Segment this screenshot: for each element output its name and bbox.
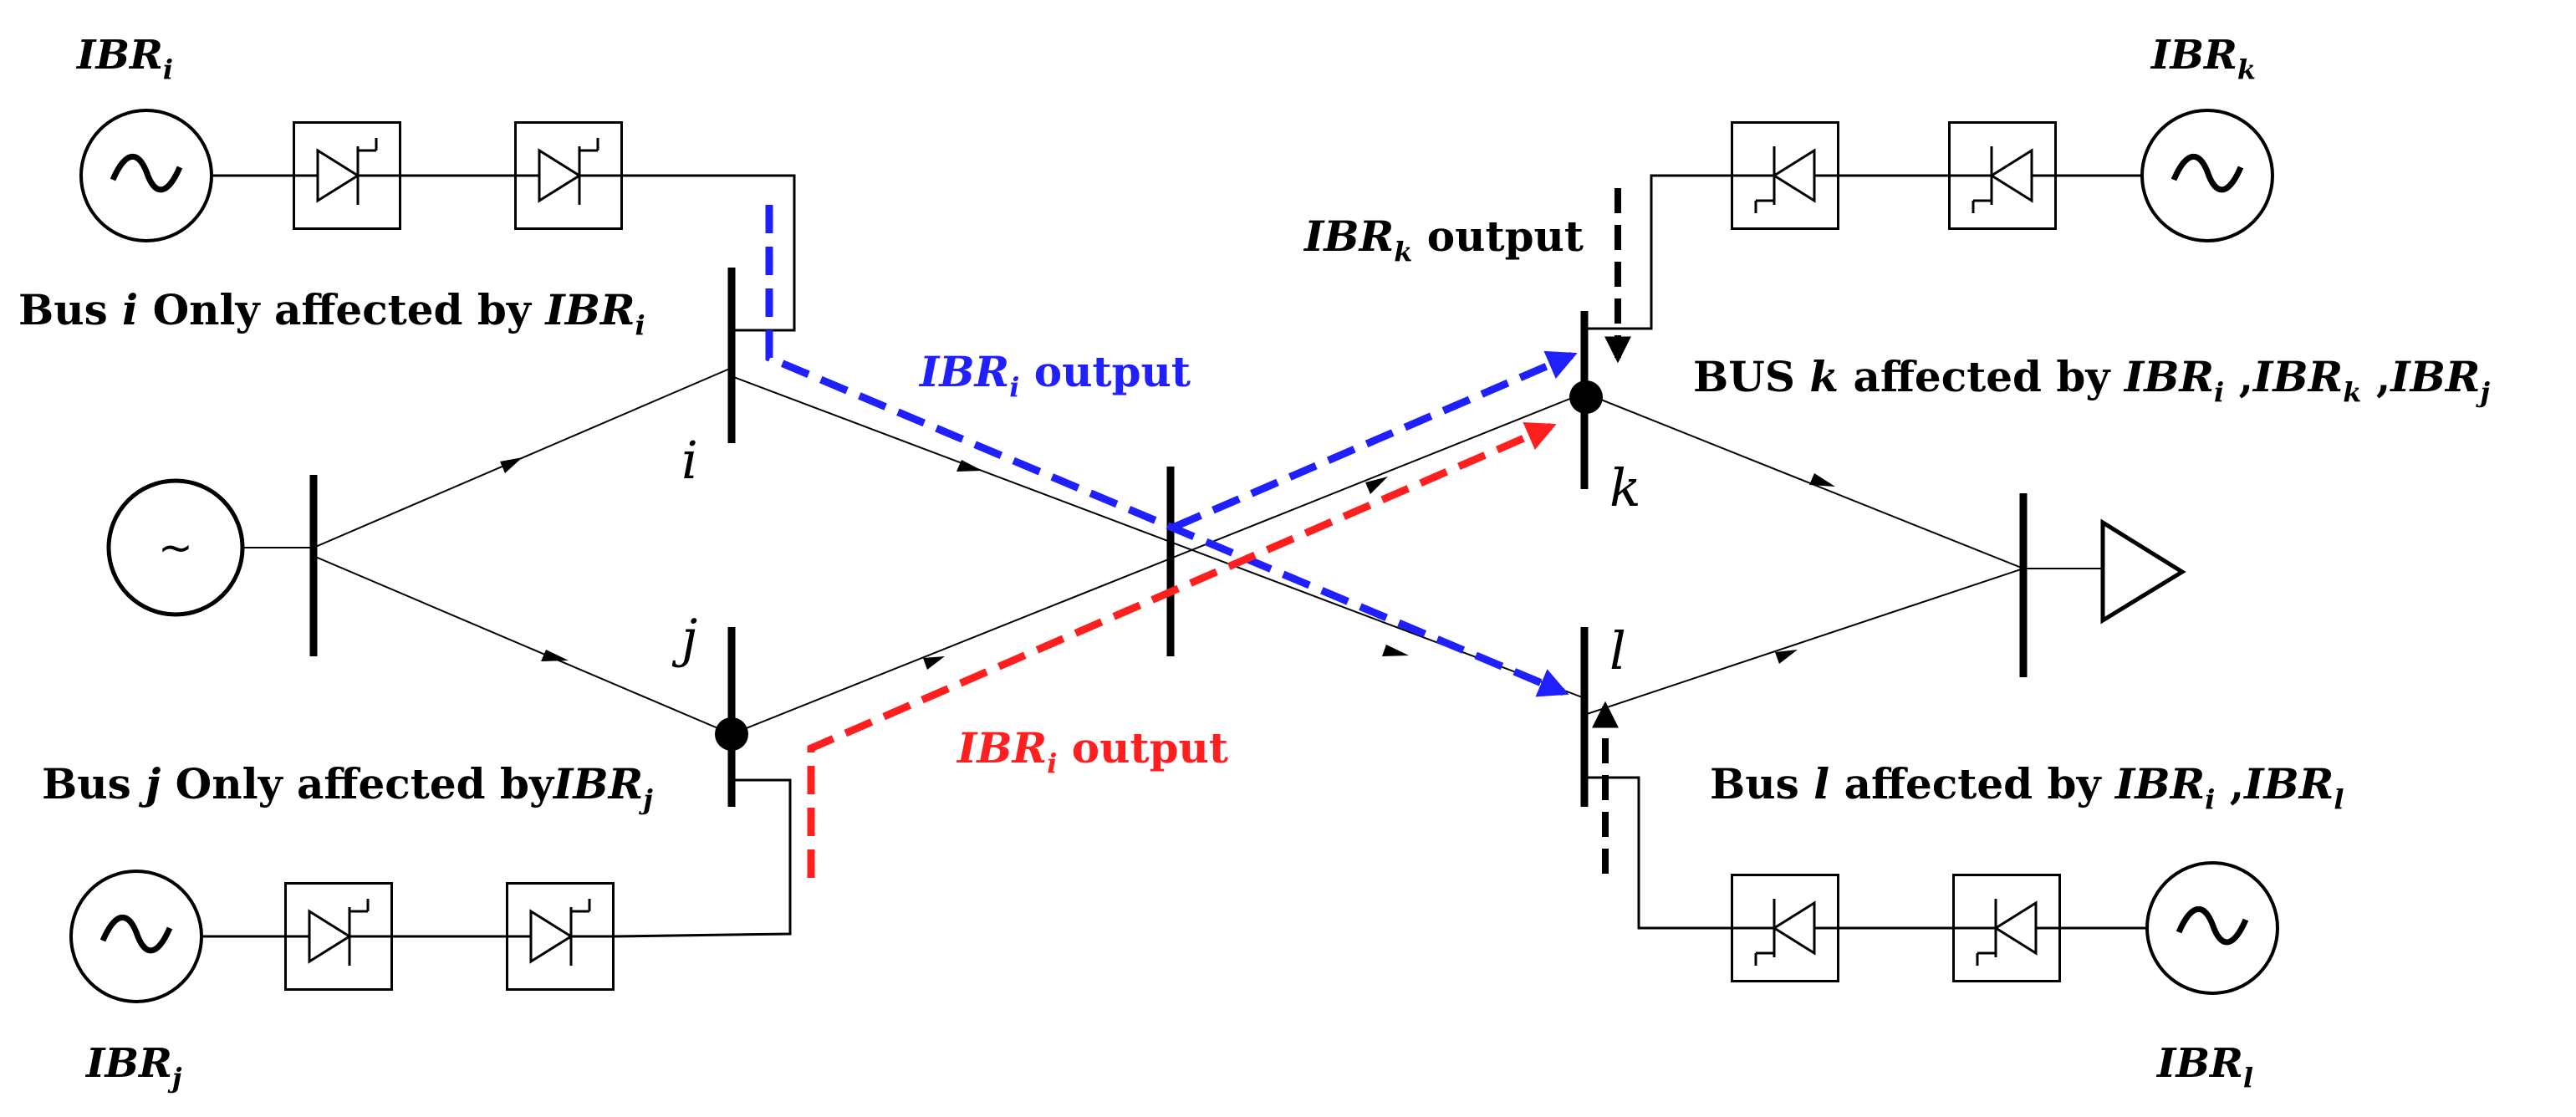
load-triangle-icon — [2100, 518, 2186, 625]
bus-k-annotation: BUS k affected by IBRi ,IBRk ,IBRj — [1693, 352, 2490, 408]
flow-arrow — [1809, 473, 1835, 487]
bus-j-annotation: Bus j Only affected byIBRj — [42, 759, 653, 815]
line-bus-l-to-load — [1584, 568, 2024, 716]
bus-j-letter: j — [671, 608, 697, 669]
ibr-i-output-path-blue-to-k — [1173, 350, 1578, 531]
bus-j-node — [715, 717, 748, 751]
ibr-k-label: IBRk — [2150, 32, 2256, 85]
bus-i-annotation: Bus i Only affected by IBRi — [18, 285, 645, 341]
ac-wave-icon — [99, 914, 173, 954]
ac-wave-icon — [2176, 905, 2249, 946]
flow-arrows — [500, 457, 1835, 670]
ibr-l-branch — [1584, 776, 2279, 995]
converter-icon — [1952, 874, 2061, 982]
bus-i-letter: i — [681, 430, 698, 491]
line-gen-to-bus-i — [313, 367, 732, 548]
flow-arrow — [1382, 645, 1409, 656]
ac-wave-icon — [2170, 153, 2244, 193]
ibr-i-label: IBRi — [75, 32, 173, 85]
ibr-i-output-path-blue — [765, 205, 1569, 697]
ac-source-icon: ~ — [158, 523, 193, 572]
converter-icon — [506, 882, 615, 991]
converter-icon — [514, 121, 623, 230]
bus-l-annotation: Bus l affected by IBRi ,IBRl — [1710, 759, 2344, 815]
converter-icon — [1731, 121, 1839, 230]
ibr-k-output-label: IBRk output — [1303, 212, 1584, 268]
ibr-l-label: IBRl — [2155, 1040, 2253, 1094]
flow-arrow — [923, 656, 945, 670]
converter-icon — [284, 882, 393, 991]
ibr-k-branch — [1584, 109, 2274, 330]
converter-icon — [1731, 874, 1839, 982]
converter-icon — [1948, 121, 2057, 230]
flow-arrow — [1775, 650, 1798, 664]
bus-k-letter: k — [1609, 457, 1641, 518]
flow-arrow — [541, 650, 569, 661]
red-output-label: IBRi output — [956, 723, 1228, 779]
ibr-i-branch — [79, 109, 796, 332]
ac-wave-icon — [110, 153, 183, 193]
ibr-j-branch — [69, 778, 792, 1003]
bus-k-node — [1569, 380, 1603, 414]
flow-arrow — [956, 460, 982, 472]
bus-l-letter: l — [1609, 620, 1626, 681]
ibr-i-output-path-red — [807, 421, 1557, 878]
line-gen-to-bus-j — [313, 555, 732, 735]
ibr-j-label: IBRj — [84, 1040, 182, 1094]
transmission-lines — [242, 367, 2103, 735]
central-generator: ~ — [106, 478, 245, 617]
converter-icon — [293, 121, 401, 230]
flow-arrow — [1365, 477, 1388, 494]
blue-output-label: IBRi output — [918, 347, 1191, 403]
line-bus-k-to-load — [1584, 392, 2024, 569]
line-bus-j-to-bus-k — [731, 392, 1585, 735]
flow-arrow — [500, 457, 523, 473]
